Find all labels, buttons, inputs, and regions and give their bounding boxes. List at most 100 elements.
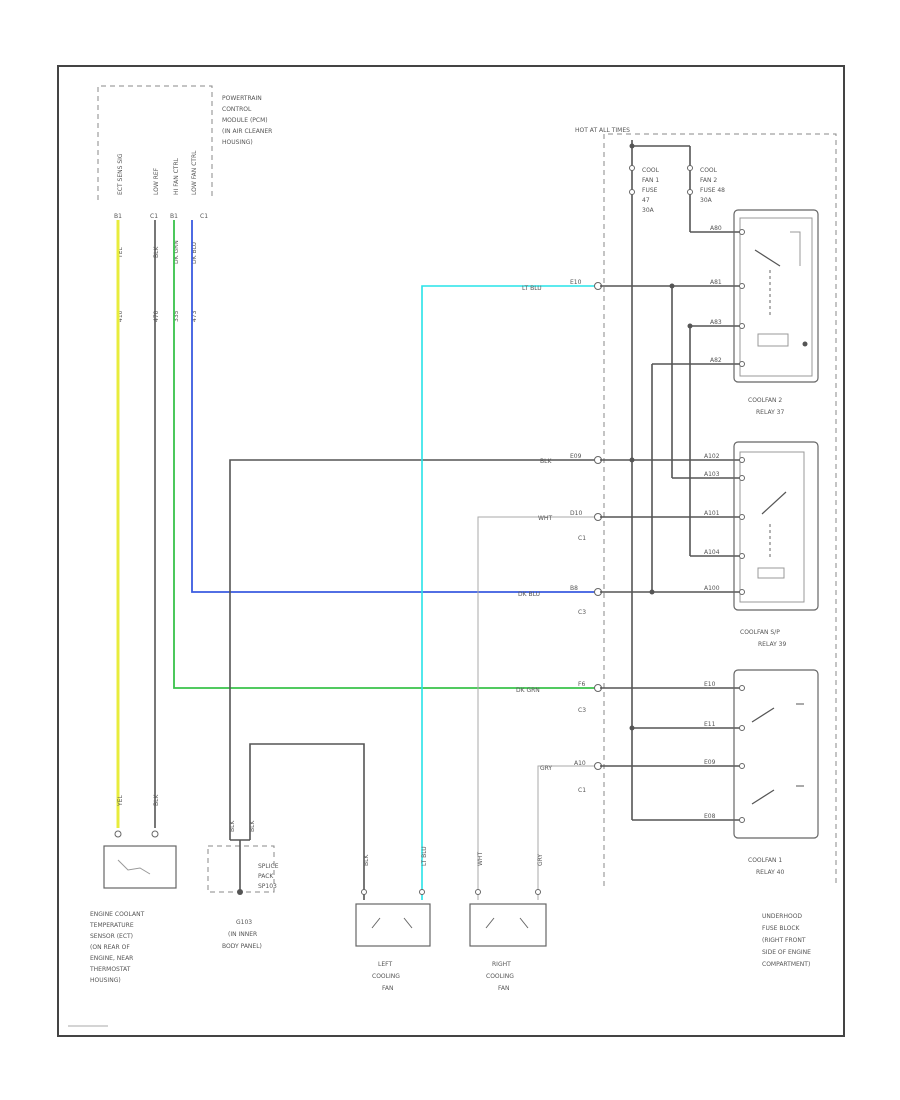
connector-pin-label: F6 [578,681,585,688]
relay-sp-switch [761,491,787,515]
pcm-pin-label: LOW FAN CTRL [191,150,198,195]
connector-id-label: C1 [578,535,586,542]
fuse-1-label: 47 [642,197,650,204]
left-fan-label: FAN [382,985,394,992]
wire-light-blue-left-fan [421,285,596,900]
junction-dots [629,143,693,731]
fuse-1-label: FUSE [642,187,658,194]
relay-2-inner [739,217,813,377]
fuse-1-label: 30A [642,207,655,214]
pcm-label-line: MODULE (PCM) [222,117,268,124]
fan-wire-label: GRY [537,854,544,866]
coolfan-1-relay: E10 E11 E09 E08 COOLFAN 1 RELAY 40 [704,669,819,876]
relay-sp-label: RELAY 39 [758,641,786,648]
splice-label: SPLICE [258,863,279,870]
fan-terminal [535,889,541,895]
pcm-outline [97,85,213,200]
left-fan-label: COOLING [372,973,400,980]
connector-pin-label: E10 [570,279,582,286]
fuse-terminal [687,165,693,171]
relay-pin-label: E11 [704,721,716,728]
ect-label: (ON REAR OF [90,944,130,951]
relay-pin [739,553,745,559]
connector-wire-label: LT BLU [522,285,542,292]
pcm-pin-labels: ECT SENS SIG LOW REF HI FAN CTRL LOW FAN… [117,150,198,195]
wire-gray-right-fan [537,765,596,900]
relay-pin-label: A104 [704,549,720,556]
wire-dark-green-hi-fan [173,220,596,689]
relay-pin [739,229,745,235]
left-fan-label: LEFT [378,961,392,968]
relay-1-label: COOLFAN 1 [748,857,782,864]
relay-2-coil [757,333,789,347]
pcm-pin-id: C1 [200,213,208,220]
junction [649,589,655,595]
relay-pin-label: E09 [704,759,716,766]
relay-pin [739,763,745,769]
relay-1-outer [733,669,819,839]
wire-black-ground [229,459,596,840]
fan-wire-label: WHT [477,852,484,866]
pcm-pin-id: B1 [114,213,122,220]
relay-2-label: COOLFAN 2 [748,397,782,404]
relay-sp-label: COOLFAN S/P [740,629,780,636]
fan-wire-label: BLK [363,854,370,866]
connector-wire-label: WHT [538,515,552,522]
ect-label: ENGINE, NEAR [90,955,133,962]
relay-pin-label: A103 [704,471,720,478]
ground-label: BODY PANEL) [222,943,262,950]
fuse-2: COOL FAN 2 FUSE 48 30A [687,165,725,204]
fuse-terminal [687,189,693,195]
fuse-2-label: 30A [700,197,713,204]
relay-pin [739,514,745,520]
right-fan-label: COOLING [486,973,514,980]
pcm-pin-label: HI FAN CTRL [173,157,180,195]
wire-circuit-label: 410 [117,310,124,322]
relay-pin-label: A83 [710,319,722,326]
relay-pin-label: A102 [704,453,720,460]
ect-terminal [151,830,159,838]
ect-label: THERMOSTAT [89,966,131,973]
ect-thermistor-icon [117,859,151,875]
connector-wire-label: DK BLU [518,591,540,598]
relay-sp-inner [739,451,805,603]
relay-pin [739,817,745,823]
relay-pin [739,475,745,481]
ground-icon [237,889,243,895]
pcm-label-line: HOUSING) [222,139,253,146]
ground-splice-pack: BLK BLK SPLICE PACK SP103 G103 (IN INNER… [207,820,279,950]
pcm-pin-id: C1 [150,213,158,220]
relay-sp-outer [733,441,819,611]
relay-2-outer [733,209,819,383]
connector-id-label: C3 [578,609,586,616]
ground-wire-label: BLK [249,820,256,832]
fan-motor-icon [485,917,529,929]
fuse-1-label: FAN 1 [642,177,659,184]
wire-white-right-fan [477,516,596,900]
relay-pin-label: A80 [710,225,722,232]
relay-pin [739,457,745,463]
relay-pin [739,323,745,329]
fuse-block-label: UNDERHOOD FUSE BLOCK (RIGHT FRONT SIDE O… [762,913,811,968]
fuse-2-label: FAN 2 [700,177,717,184]
pcm-label-line: POWERTRAIN [222,95,262,102]
ect-label: SENSOR (ECT) [90,933,133,940]
diagram-frame [57,65,845,1037]
relay-pin-label: A81 [710,279,722,286]
relay-sp-coil [757,567,785,579]
left-fan-body [355,903,431,947]
ground-label: (IN INNER [228,931,257,938]
wire-dark-blue-low-fan [191,220,596,593]
pcm-label: POWERTRAIN CONTROL MODULE (PCM) (IN AIR … [222,95,272,146]
junction [629,457,635,463]
pcm-pin-label: ECT SENS SIG [117,153,124,195]
ect-label: TEMPERATURE [89,922,134,929]
relay-pin [739,685,745,691]
right-fan-label: FAN [498,985,510,992]
fuse-block-label-line: (RIGHT FRONT [762,937,806,944]
fuse-block-label-line: UNDERHOOD [762,913,802,920]
junction [802,341,808,347]
ect-wire-label: BLK [153,794,160,806]
wire-color-label: YEL [117,247,124,259]
